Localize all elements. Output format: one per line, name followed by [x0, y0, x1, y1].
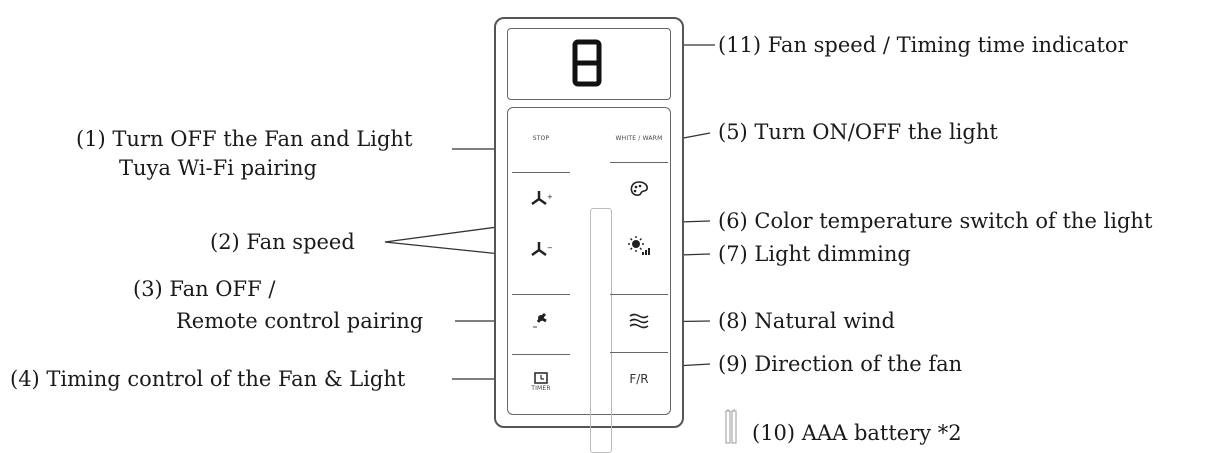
label-turn-off-fan-light: (1) Turn OFF the Fan and Light	[76, 127, 413, 151]
fan-speed-button-2[interactable]: −	[512, 224, 570, 276]
fan-icon: +	[531, 191, 552, 206]
label-fan-off: (3) Fan OFF /	[133, 277, 276, 301]
svg-text:−: −	[547, 244, 552, 252]
label-fan-direction: (9) Direction of the fan	[718, 352, 963, 376]
dimming-button[interactable]	[610, 220, 668, 272]
light-label: WHITE / WARM	[615, 134, 663, 142]
battery-icon	[725, 409, 737, 444]
fr-label: F/R	[629, 372, 649, 386]
label-color-temp: (6) Color temperature switch of the ligh…	[718, 209, 1153, 233]
stop-button[interactable]: STOP	[512, 112, 570, 164]
palette-icon	[630, 181, 648, 196]
label-light-dimming: (7) Light dimming	[718, 242, 911, 266]
button-panel: STOP + − T	[507, 107, 671, 453]
svg-text:+: +	[547, 193, 552, 201]
fan-direction-button[interactable]: F/R	[610, 352, 668, 405]
label-fan-speed: (2) Fan speed	[210, 230, 355, 254]
natural-wind-button[interactable]	[610, 294, 668, 347]
wind-waves-icon	[629, 313, 649, 329]
label-light-toggle: (5) Turn ON/OFF the light	[718, 120, 998, 144]
label-natural-wind: (8) Natural wind	[718, 309, 895, 333]
fan-off-button[interactable]	[512, 294, 570, 347]
fan-off-icon	[533, 312, 547, 328]
label-battery: (10) AAA battery *2	[752, 421, 962, 445]
seven-segment-digit	[572, 39, 602, 87]
label-timing-control: (4) Timing control of the Fan & Light	[10, 367, 406, 391]
center-slot	[590, 208, 612, 453]
label-indicator: (11) Fan speed / Timing time indicator	[718, 33, 1128, 57]
brightness-icon	[628, 236, 650, 255]
label-tuya-pairing: Tuya Wi-Fi pairing	[119, 156, 317, 180]
stop-label: STOP	[532, 134, 550, 142]
timer-label: TIMER	[531, 384, 551, 392]
fan-icon: −	[531, 242, 552, 257]
timer-icon	[534, 371, 548, 384]
remote-control: STOP + − T	[494, 17, 684, 453]
color-temp-button[interactable]	[610, 162, 668, 215]
timer-button[interactable]: TIMER	[512, 354, 570, 407]
label-remote-pairing: Remote control pairing	[176, 309, 424, 333]
display-window	[507, 28, 671, 100]
light-toggle-button[interactable]: WHITE / WARM	[610, 112, 668, 164]
fan-speed-button-1[interactable]: +	[512, 172, 570, 225]
